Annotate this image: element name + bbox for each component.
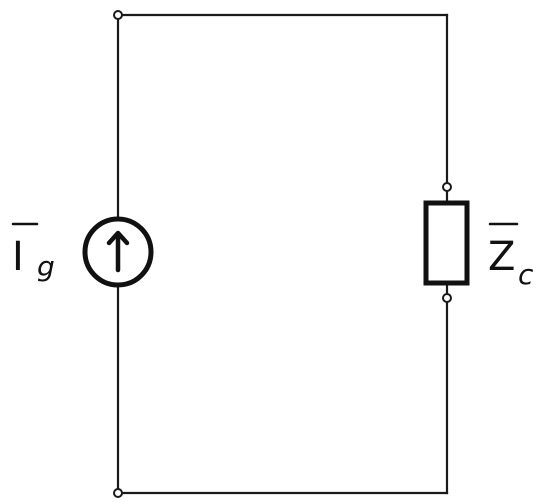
source-label-symbol: I [12, 234, 24, 280]
terminal-bottom-left [113, 488, 123, 498]
terminal-top-left [113, 10, 123, 20]
source-label: I g [11, 222, 55, 283]
source-label-subscript: g [37, 250, 55, 283]
load-label-symbol: Z [488, 234, 515, 280]
load-label: Z c [488, 222, 534, 291]
impedance-box [423, 200, 470, 286]
load-label-subscript: c [518, 258, 534, 291]
current-source [82, 216, 154, 288]
current-arrow-head [106, 230, 130, 246]
terminal-impedance-bottom [442, 293, 452, 303]
terminal-impedance-top [442, 182, 452, 192]
